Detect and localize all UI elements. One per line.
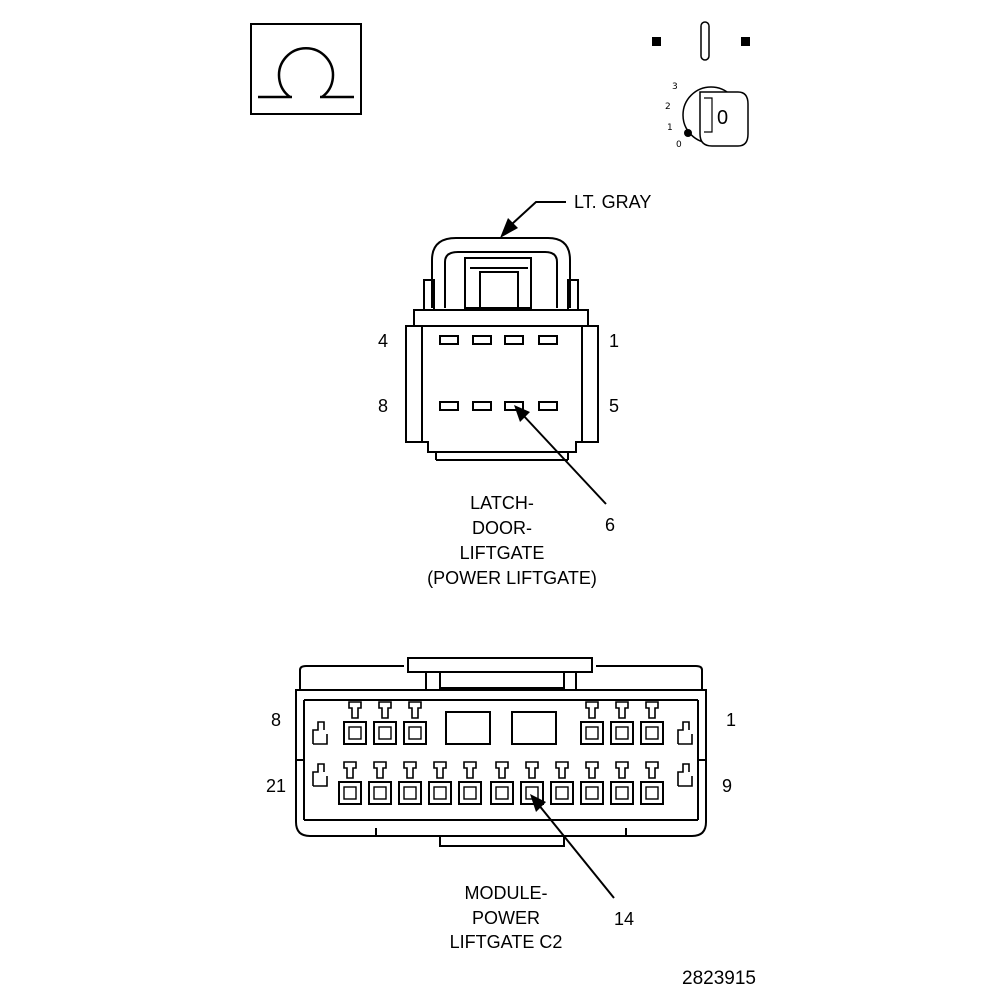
callout-pin-label: 6 xyxy=(605,515,616,535)
terminal-cavity xyxy=(490,761,514,805)
terminal-cavity xyxy=(368,761,392,805)
ignition-key-icon xyxy=(652,21,750,147)
connector-name-line: (POWER LIFTGATE) xyxy=(427,568,597,588)
figure-id: 2823915 xyxy=(682,968,756,989)
key-position-label: 3 xyxy=(672,82,678,92)
latch-connector-pins xyxy=(439,335,558,411)
latch-connector-body xyxy=(405,237,599,461)
terminal-cavity xyxy=(580,761,604,805)
pin-label-1: 1 xyxy=(609,331,620,351)
terminal-cavity xyxy=(580,701,604,745)
terminal-cavity xyxy=(338,761,362,805)
pin-label-9: 9 xyxy=(722,776,733,796)
connector-name-line: MODULE- xyxy=(464,883,548,903)
module-connector-body xyxy=(295,657,707,847)
terminal-cavity xyxy=(428,761,452,805)
omega-symbol-icon xyxy=(250,23,362,115)
connector-name-line: DOOR- xyxy=(472,518,532,538)
locking-clip xyxy=(677,721,693,745)
terminal-cavity xyxy=(373,701,397,745)
connector-name-line: LIFTGATE xyxy=(459,543,545,563)
pin-label-21: 21 xyxy=(266,776,287,796)
terminal-cavity xyxy=(398,761,422,805)
terminal-cavity xyxy=(343,701,367,745)
pin-callout-arrow xyxy=(514,405,607,505)
pin-label-5: 5 xyxy=(609,396,620,416)
connector-name-line: LATCH- xyxy=(470,493,534,513)
terminal-cavity xyxy=(403,701,427,745)
terminal-cavity xyxy=(610,701,634,745)
connector-color-label: LT. GRAY xyxy=(574,192,652,212)
pin-label-8: 8 xyxy=(271,710,282,730)
pin-callout-arrow xyxy=(530,794,615,899)
pin-label-1: 1 xyxy=(726,710,737,730)
locking-clip xyxy=(312,721,328,745)
key-label: 0 xyxy=(717,107,729,129)
key-position-label: 0 xyxy=(676,140,682,150)
pin-label-4: 4 xyxy=(378,331,389,351)
terminal-cavity xyxy=(610,761,634,805)
terminal-cavity xyxy=(640,701,664,745)
connector-name-line: LIFTGATE C2 xyxy=(449,932,563,952)
locking-clip xyxy=(677,763,693,787)
key-position-label: 2 xyxy=(665,102,671,112)
color-callout-arrow xyxy=(500,201,566,238)
pin-label-8: 8 xyxy=(378,396,389,416)
module-connector-pins xyxy=(312,701,693,805)
connector-name-line: POWER xyxy=(471,908,540,928)
key-position-label: 1 xyxy=(667,123,673,133)
terminal-cavity xyxy=(458,761,482,805)
callout-pin-label: 14 xyxy=(614,909,635,929)
terminal-cavity xyxy=(550,761,574,805)
locking-clip xyxy=(312,763,328,787)
terminal-cavity xyxy=(640,761,664,805)
